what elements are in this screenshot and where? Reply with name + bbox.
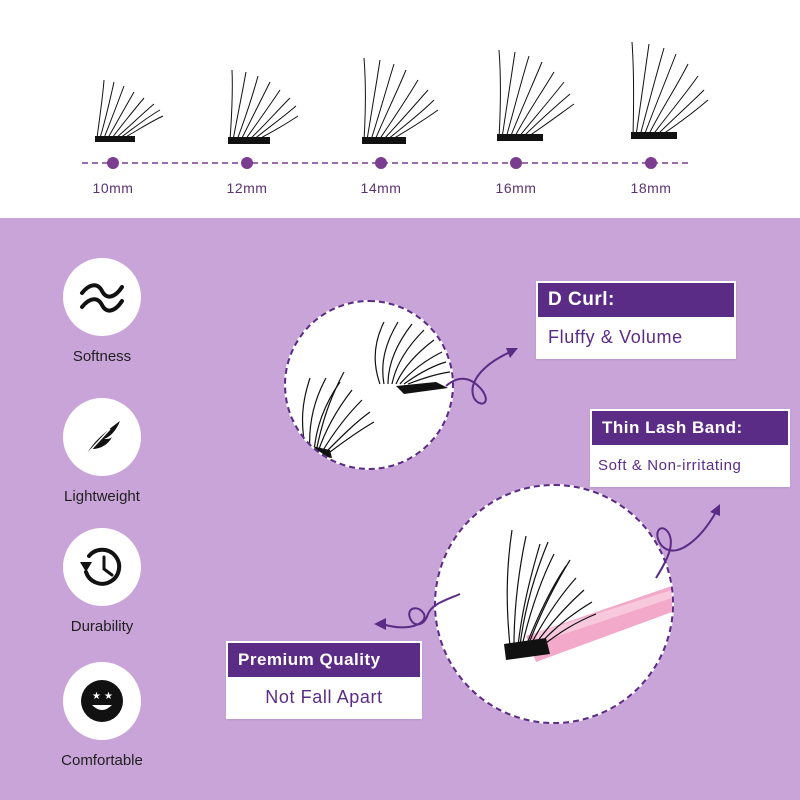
size-label-18mm: 18mm	[630, 180, 672, 196]
scale-dot-18mm	[645, 157, 657, 169]
curl-callout: D Curl: Fluffy & Volume	[536, 281, 736, 359]
scale-dot-12mm	[241, 157, 253, 169]
lash-band-14mm	[362, 137, 406, 144]
size-label-12mm: 12mm	[226, 180, 268, 196]
feature-circle	[63, 528, 141, 606]
size-label-10mm: 10mm	[92, 180, 134, 196]
quality-callout-text: Not Fall Apart	[228, 677, 420, 717]
svg-text:★: ★	[92, 691, 101, 702]
band-callout-title: Thin Lash Band:	[592, 411, 788, 445]
curl-callout-text: Fluffy & Volume	[538, 317, 734, 357]
feature-label-lightweight: Lightweight	[64, 488, 140, 505]
lash-cluster-12mm	[229, 69, 299, 141]
curl-closeup-image	[301, 321, 451, 458]
lash-band-18mm	[631, 132, 677, 139]
feature-comfortable: ★ ★ Comfortable	[40, 662, 164, 769]
feature-circle	[63, 258, 141, 336]
feature-softness: Softness	[40, 258, 164, 365]
curl-zoom-circle	[284, 300, 454, 470]
feature-label-durability: Durability	[70, 618, 134, 635]
smiley-icon: ★ ★	[81, 680, 123, 722]
size-label-16mm: 16mm	[495, 180, 537, 196]
feature-durability: Durability	[40, 528, 164, 635]
band-closeup-image	[504, 529, 672, 662]
lash-band-10mm	[95, 136, 135, 142]
lash-cluster-10mm	[96, 79, 164, 139]
lash-cluster-18mm	[631, 41, 709, 137]
scale-dot-14mm	[375, 157, 387, 169]
curl-callout-title: D Curl:	[538, 283, 734, 317]
size-label-14mm: 14mm	[360, 180, 402, 196]
feature-lightweight: Lightweight	[40, 398, 164, 505]
lash-band-12mm	[228, 137, 270, 144]
lash-band-16mm	[497, 134, 543, 141]
feature-label-softness: Softness	[72, 348, 132, 365]
feather-icon	[85, 421, 120, 456]
feature-circle	[63, 398, 141, 476]
scale-dot-16mm	[510, 157, 522, 169]
scale-dot-10mm	[107, 157, 119, 169]
feature-label-comfortable: Comfortable	[61, 752, 143, 769]
wave-icon	[80, 283, 124, 313]
lash-cluster-14mm	[363, 57, 439, 141]
band-zoom-circle	[434, 484, 674, 724]
history-icon	[80, 547, 122, 586]
feature-circle: ★ ★	[63, 662, 141, 740]
band-callout-text: Soft & Non-irritating	[592, 445, 788, 485]
lash-length-scale	[82, 41, 709, 169]
svg-text:★: ★	[104, 691, 113, 702]
quality-callout-title: Premium Quality	[228, 643, 420, 677]
length-scale-section: 10mm 12mm 14mm 16mm 18mm	[0, 0, 800, 218]
band-callout: Thin Lash Band: Soft & Non-irritating	[590, 409, 790, 487]
quality-callout: Premium Quality Not Fall Apart	[226, 641, 422, 719]
lash-cluster-16mm	[498, 49, 575, 139]
